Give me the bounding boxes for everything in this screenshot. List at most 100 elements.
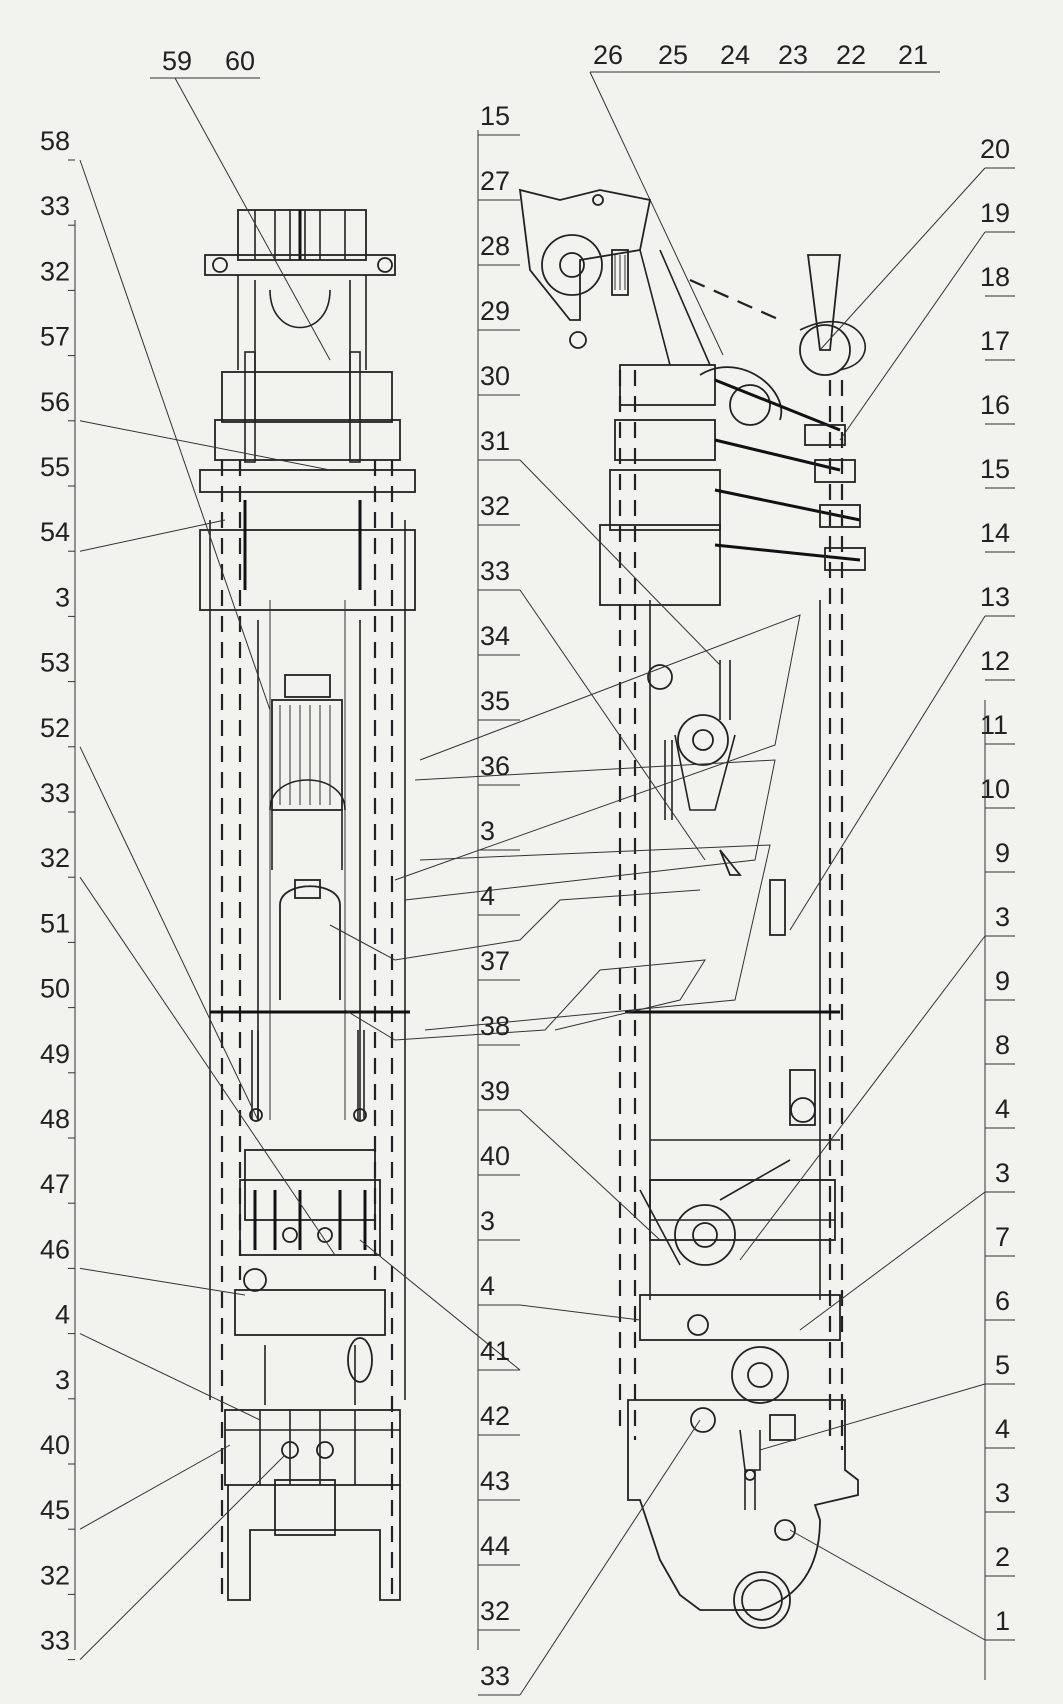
callout-label: 57 bbox=[40, 322, 70, 352]
leader-line bbox=[819, 167, 986, 351]
callout-label: 4 bbox=[480, 881, 495, 911]
callout-label: 4 bbox=[55, 1300, 70, 1330]
callout-label: 33 bbox=[40, 191, 70, 221]
callout-label: 58 bbox=[40, 126, 70, 156]
callout-label: 4 bbox=[480, 1271, 495, 1301]
callout-label: 40 bbox=[40, 1430, 70, 1460]
callout-label: 54 bbox=[40, 517, 70, 547]
callout-label: 33 bbox=[480, 556, 510, 586]
callout-label: 27 bbox=[480, 166, 510, 196]
callout-label: 13 bbox=[980, 582, 1010, 612]
callout-label: 5 bbox=[995, 1350, 1010, 1380]
callout-label: 53 bbox=[40, 648, 70, 678]
leader-line bbox=[739, 935, 986, 1261]
callout-label: 3 bbox=[480, 816, 495, 846]
leader-line bbox=[839, 231, 986, 441]
callout-label: 18 bbox=[980, 262, 1010, 292]
callout-label: 3 bbox=[995, 1158, 1010, 1188]
callout-label: 3 bbox=[995, 1478, 1010, 1508]
leader-line bbox=[589, 71, 724, 356]
callout-label: 6 bbox=[995, 1286, 1010, 1316]
callout-label: 7 bbox=[995, 1222, 1010, 1252]
leader-line bbox=[789, 615, 986, 931]
leader-line bbox=[79, 159, 271, 711]
callout-label: 31 bbox=[480, 426, 510, 456]
callout-label: 46 bbox=[40, 1234, 70, 1264]
callout-label: 52 bbox=[40, 713, 70, 743]
callout-label: 32 bbox=[480, 1596, 510, 1626]
callout-label: 60 bbox=[225, 46, 255, 76]
callout-label: 15 bbox=[980, 454, 1010, 484]
leader-line bbox=[79, 1267, 246, 1296]
leader-line bbox=[79, 1454, 286, 1660]
callout-label: 9 bbox=[995, 966, 1010, 996]
leader-line bbox=[519, 1109, 661, 1241]
callout-label: 15 bbox=[480, 101, 510, 131]
callout-label: 3 bbox=[480, 1206, 495, 1236]
callout-label: 47 bbox=[40, 1169, 70, 1199]
leader-line bbox=[79, 1444, 231, 1530]
callout-label: 24 bbox=[720, 40, 750, 70]
callout-label: 32 bbox=[40, 256, 70, 286]
leader-line bbox=[79, 746, 259, 1121]
leader-line bbox=[519, 1419, 701, 1696]
callout-label: 48 bbox=[40, 1104, 70, 1134]
callout-label: 43 bbox=[480, 1466, 510, 1496]
leader-line bbox=[519, 589, 706, 861]
leader-lines bbox=[68, 71, 1015, 1696]
callout-label: 29 bbox=[480, 296, 510, 326]
right-boom-view bbox=[518, 188, 867, 1629]
callout-label: 39 bbox=[480, 1076, 510, 1106]
callout-label: 32 bbox=[480, 491, 510, 521]
callout-label: 10 bbox=[980, 774, 1010, 804]
callout-label: 3 bbox=[995, 902, 1010, 932]
callout-label: 34 bbox=[480, 621, 510, 651]
callout-label: 33 bbox=[40, 1626, 70, 1656]
leader-line bbox=[174, 77, 331, 361]
callout-label: 56 bbox=[40, 387, 70, 417]
callout-label: 35 bbox=[480, 686, 510, 716]
leader-line bbox=[519, 1304, 641, 1321]
leader-line bbox=[79, 519, 226, 552]
leader-line bbox=[759, 1383, 986, 1451]
callout-label: 9 bbox=[995, 838, 1010, 868]
callout-label: 28 bbox=[480, 231, 510, 261]
leader-line bbox=[359, 1239, 521, 1371]
callout-label: 2 bbox=[995, 1542, 1010, 1572]
callout-label: 51 bbox=[40, 908, 70, 938]
callout-label: 55 bbox=[40, 452, 70, 482]
callout-label: 44 bbox=[480, 1531, 510, 1561]
callout-label: 21 bbox=[898, 40, 928, 70]
callout-label: 14 bbox=[980, 518, 1010, 548]
callout-label: 50 bbox=[40, 974, 70, 1004]
callout-label: 33 bbox=[40, 778, 70, 808]
callout-label: 23 bbox=[778, 40, 808, 70]
callout-label: 32 bbox=[40, 1560, 70, 1590]
callout-label: 25 bbox=[658, 40, 688, 70]
leader-line bbox=[79, 420, 331, 471]
callout-label: 40 bbox=[480, 1141, 510, 1171]
callout-label: 4 bbox=[995, 1414, 1010, 1444]
callout-label: 17 bbox=[980, 326, 1010, 356]
callout-label: 42 bbox=[480, 1401, 510, 1431]
callout-label: 49 bbox=[40, 1039, 70, 1069]
callout-label: 36 bbox=[480, 751, 510, 781]
leader-line bbox=[519, 459, 721, 666]
callout-label: 22 bbox=[836, 40, 866, 70]
callout-label: 20 bbox=[980, 134, 1010, 164]
callout-label: 37 bbox=[480, 946, 510, 976]
section-lines bbox=[329, 614, 801, 1041]
callout-label: 38 bbox=[480, 1011, 510, 1041]
callout-label: 59 bbox=[162, 46, 192, 76]
callout-label: 12 bbox=[980, 646, 1010, 676]
callout-label: 19 bbox=[980, 198, 1010, 228]
left-boom-view bbox=[199, 209, 416, 1601]
callout-label: 45 bbox=[40, 1495, 70, 1525]
leader-line bbox=[799, 1191, 986, 1331]
callout-label: 32 bbox=[40, 843, 70, 873]
callout-label: 16 bbox=[980, 390, 1010, 420]
callout-label: 4 bbox=[995, 1094, 1010, 1124]
